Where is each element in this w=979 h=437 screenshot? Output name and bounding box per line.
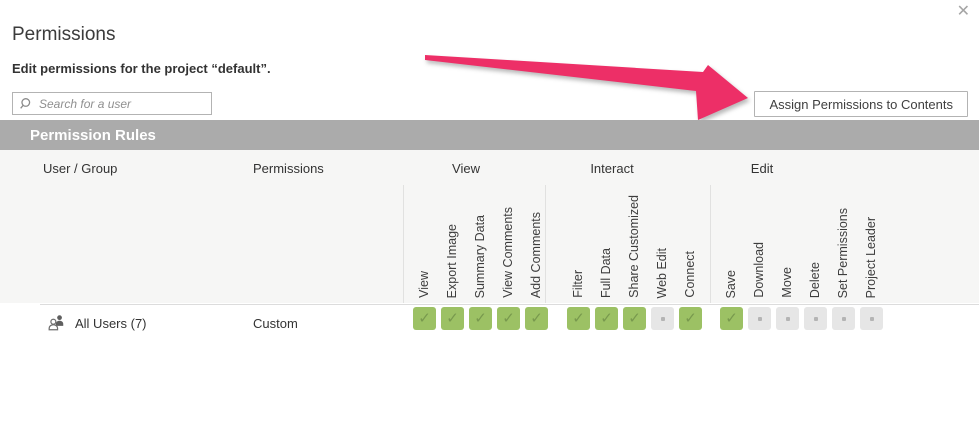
users-group-icon [48,315,64,331]
annotation-arrow-shape [425,55,748,120]
unspecified-dot-icon [813,316,818,321]
close-icon[interactable]: ✕ [956,3,970,20]
capability-label-text: Add Comments [528,211,543,298]
capability-label-text: Move [779,267,794,298]
capability-set-permissions-checkbox[interactable] [832,307,855,330]
permission-rules-bar: Permission Rules [0,120,979,150]
capability-label-text: Export Image [444,223,459,298]
capability-delete-checkbox[interactable] [804,307,827,330]
capability-boxes-view: ✓ ✓ ✓ ✓ ✓ [413,307,553,330]
capability-label-summary-data: Summary Data [469,215,492,298]
unspecified-dot-icon [660,316,665,321]
capability-label-text: Full Data [598,247,613,298]
unspecified-dot-icon [841,316,846,321]
check-icon: ✓ [684,310,697,327]
capability-label-text: Filter [570,270,585,298]
annotation-arrow-icon [425,55,748,120]
capability-label-text: Download [751,242,766,298]
dialog-subtitle: Edit permissions for the project “defaul… [12,61,271,76]
capability-label-full-data: Full Data [595,248,618,298]
capability-download-checkbox[interactable] [748,307,771,330]
capability-label-view-comments: View Comments [497,207,520,298]
capability-label-text: View Comments [500,207,515,298]
unspecified-dot-icon [785,316,790,321]
capability-label-text: Share Customized [626,195,641,298]
group-divider [545,185,546,303]
capability-web-edit-checkbox[interactable] [651,307,674,330]
row-permissions-role: Custom [253,316,298,331]
capability-full-data-checkbox[interactable]: ✓ [595,307,618,330]
capability-summary-data-checkbox[interactable]: ✓ [469,307,492,330]
permission-rules-title: Permission Rules [30,126,156,144]
check-icon: ✓ [418,310,431,327]
dialog-title: Permissions [12,24,116,45]
group-header-interact: Interact [590,161,634,176]
capability-labels-edit: Save Download Move Delete Set Permissions Pro… [720,208,888,298]
capability-label-download: Download [748,242,771,298]
check-icon: ✓ [725,310,738,327]
capability-label-text: Connect [682,251,697,298]
capability-label-text: Save [723,269,738,299]
capability-label-delete: Delete [804,262,827,298]
capability-label-text: Project Leader [863,216,878,298]
check-icon: ✓ [446,310,459,327]
capability-add-comments-checkbox[interactable]: ✓ [525,307,548,330]
capability-label-connect: Connect [679,251,702,298]
check-icon: ✓ [600,310,613,327]
user-search-box[interactable] [12,92,212,115]
group-divider [403,185,404,303]
capability-label-text: Delete [807,261,822,298]
capability-label-export-image: Export Image [441,224,464,298]
row-divider [40,304,979,305]
check-icon: ✓ [474,310,487,327]
capability-label-text: View [416,271,431,298]
capability-label-share-customized: Share Customized [623,195,646,298]
unspecified-dot-icon [869,316,874,321]
capability-boxes-edit: ✓ [720,307,888,330]
capability-connect-checkbox[interactable]: ✓ [679,307,702,330]
capability-share-customized-checkbox[interactable]: ✓ [623,307,646,330]
capability-label-filter: Filter [567,270,590,298]
capability-label-web-edit: Web Edit [651,248,674,299]
check-icon: ✓ [530,310,543,327]
capability-save-checkbox[interactable]: ✓ [720,307,743,330]
group-header-edit: Edit [750,161,774,176]
search-input[interactable] [37,95,211,112]
check-icon: ✓ [572,310,585,327]
assign-permissions-button[interactable]: Assign Permissions to Contents [754,91,968,117]
capability-label-project-leader: Project Leader [860,217,883,298]
capability-project-leader-checkbox[interactable] [860,307,883,330]
check-icon: ✓ [502,310,515,327]
table-row[interactable]: All Users (7) Custom ✓ ✓ ✓ ✓ ✓ ✓ ✓ ✓ ✓ ✓ [0,305,979,342]
capability-label-text: Set Permissions [835,207,850,298]
capability-view-comments-checkbox[interactable]: ✓ [497,307,520,330]
unspecified-dot-icon [757,316,762,321]
capability-label-move: Move [776,267,799,298]
capability-move-checkbox[interactable] [776,307,799,330]
capability-boxes-interact: ✓ ✓ ✓ ✓ [567,307,707,330]
capability-filter-checkbox[interactable]: ✓ [567,307,590,330]
column-header-permissions: Permissions [253,161,324,176]
capability-labels-view: View Export Image Summary Data View Comment… [413,207,553,298]
capability-label-save: Save [720,270,743,299]
check-icon: ✓ [628,310,641,327]
row-user-group-name: All Users (7) [75,316,147,331]
group-divider [710,185,711,303]
group-header-view: View [452,161,480,176]
capability-label-text: Summary Data [472,214,487,298]
capability-export-image-checkbox[interactable]: ✓ [441,307,464,330]
column-header-user-group: User / Group [43,161,118,176]
capability-label-set-permissions: Set Permissions [832,208,855,298]
capability-label-view: View [413,271,436,298]
capability-view-checkbox[interactable]: ✓ [413,307,436,330]
capability-label-text: Web Edit [654,247,669,299]
search-icon [20,98,31,109]
